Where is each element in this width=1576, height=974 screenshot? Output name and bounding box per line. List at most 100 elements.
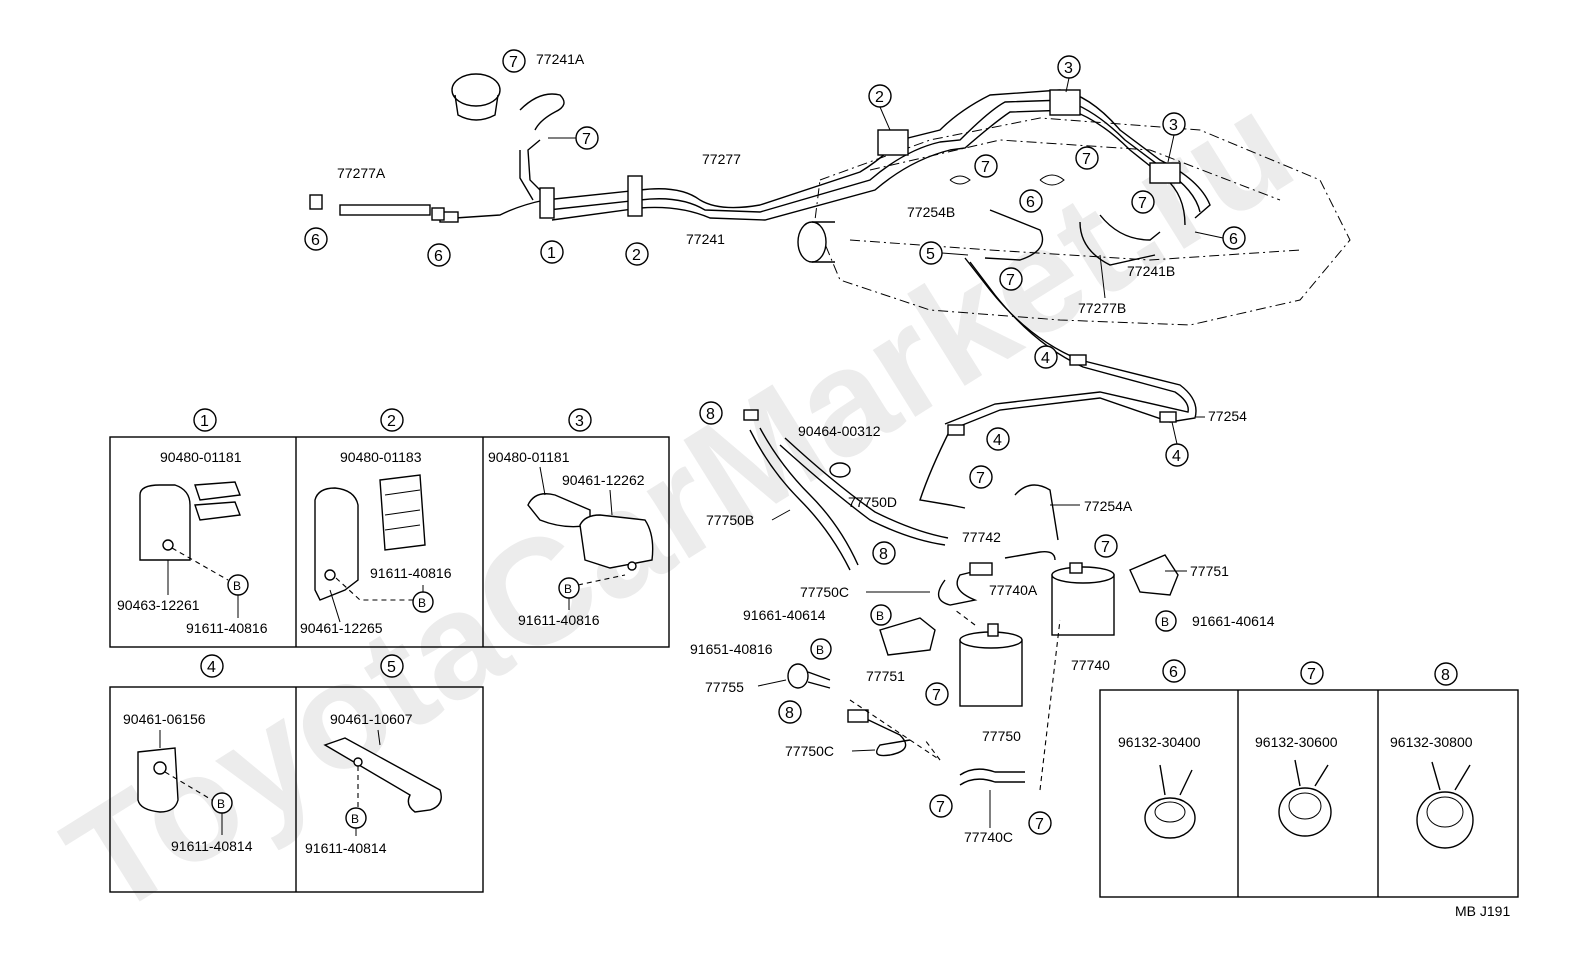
label-77254A[interactable]: 77254A (1084, 498, 1133, 514)
label-77277B[interactable]: 77277B (1078, 300, 1126, 316)
inset-5-top-label[interactable]: 90461-10607 (330, 711, 413, 727)
inset-3-header[interactable]: 3 (575, 413, 584, 430)
inset-6-label[interactable]: 96132-30400 (1118, 734, 1201, 750)
inset-4-bolt-label[interactable]: 91611-40814 (171, 838, 253, 854)
callout-4-b[interactable]: 4 (993, 432, 1002, 449)
callout-8-b[interactable]: 8 (879, 546, 888, 563)
callout-7-e[interactable]: 7 (1138, 195, 1147, 212)
inset-5-bolt-B[interactable]: B (351, 812, 359, 826)
label-77254[interactable]: 77254 (1208, 408, 1247, 424)
inset-4-header[interactable]: 4 (207, 659, 216, 676)
inset-5-bolt-label[interactable]: 91611-40814 (305, 840, 387, 856)
label-77241B[interactable]: 77241B (1127, 263, 1175, 279)
inset-4-bolt-B[interactable]: B (217, 797, 225, 811)
inset-2-bolt-label[interactable]: 91611-40816 (370, 565, 452, 581)
callout-1-main[interactable]: 1 (547, 245, 556, 262)
label-77750C-lower[interactable]: 77750C (785, 743, 834, 759)
charcoal-canister-77740 (1051, 574, 1115, 636)
inset-1-top-label[interactable]: 90480-01181 (160, 449, 242, 465)
callout-8-c[interactable]: 8 (785, 705, 794, 722)
label-77241[interactable]: 77241 (686, 231, 725, 247)
label-77740A[interactable]: 77740A (989, 582, 1038, 598)
bracket-77751-left (879, 617, 936, 656)
breather-pipe (339, 204, 431, 216)
inset-1-bolt-B[interactable]: B (233, 579, 241, 593)
callout-7-d[interactable]: 7 (1082, 151, 1091, 168)
label-77241A[interactable]: 77241A (536, 51, 585, 67)
canister-group (743, 409, 1179, 791)
callout-4-c[interactable]: 4 (1172, 448, 1181, 465)
label-77750D[interactable]: 77750D (848, 494, 897, 510)
callout-3-top[interactable]: 3 (1064, 60, 1073, 77)
inset-2-bolt-B[interactable]: B (418, 596, 426, 610)
label-77277A[interactable]: 77277A (337, 165, 386, 181)
charcoal-canister-77750 (959, 639, 1023, 707)
label-77254B[interactable]: 77254B (907, 204, 955, 220)
inset-clamps-4-5: 4 5 90461-06156 B 91611-40814 90461-1060… (109, 654, 484, 893)
inset-3-mid-label[interactable]: 90461-12262 (562, 472, 645, 488)
callout-7-g[interactable]: 7 (976, 470, 985, 487)
callout-7-f[interactable]: 7 (1006, 272, 1015, 289)
label-90464-00312[interactable]: 90464-00312 (798, 423, 881, 439)
callout-2-top[interactable]: 2 (875, 89, 884, 106)
inset-7-label[interactable]: 96132-30600 (1255, 734, 1338, 750)
callout-7-a[interactable]: 7 (509, 54, 518, 71)
inset-3-bolt-label[interactable]: 91611-40816 (518, 612, 600, 628)
callout-4-a[interactable]: 4 (1041, 350, 1050, 367)
inset-8-label[interactable]: 96132-30800 (1390, 734, 1473, 750)
callout-6-d[interactable]: 6 (1229, 231, 1238, 248)
inset-1-bottom-label[interactable]: 90463-12261 (117, 597, 200, 613)
inset-2-bottom-label[interactable]: 90461-12265 (300, 620, 383, 636)
label-77751-right[interactable]: 77751 (1190, 563, 1229, 579)
inset-8-header[interactable]: 8 (1441, 667, 1450, 684)
callout-6-c[interactable]: 6 (1026, 194, 1035, 211)
clip-90464 (829, 462, 851, 478)
inset-clamps-1-3: 1 2 3 90480-01181 90463-12261 B 91611-40… (109, 408, 670, 648)
inset-3-top-label[interactable]: 90480-01181 (488, 449, 570, 465)
callout-7-k[interactable]: 7 (1035, 816, 1044, 833)
fuel-tank (797, 117, 1351, 326)
main-callouts: 7 77241A 7 77277A 6 6 1 2 77277 77241 2 … (304, 49, 1275, 845)
label-77277[interactable]: 77277 (702, 151, 741, 167)
label-77740C[interactable]: 77740C (964, 829, 1013, 845)
callout-6-a[interactable]: 6 (311, 232, 320, 249)
valve-77755 (787, 663, 809, 689)
callout-7-i[interactable]: 7 (932, 687, 941, 704)
inset-6-header[interactable]: 6 (1169, 664, 1178, 681)
label-91661-40614-left[interactable]: 91661-40614 (743, 607, 826, 623)
label-91661-40614-right[interactable]: 91661-40614 (1192, 613, 1275, 629)
label-77750B[interactable]: 77750B (706, 512, 754, 528)
callout-B-a[interactable]: B (876, 609, 884, 623)
inset-7-header[interactable]: 7 (1307, 666, 1316, 683)
fuel-lines (309, 73, 1211, 509)
callout-2-main[interactable]: 2 (632, 247, 641, 264)
callout-7-c[interactable]: 7 (981, 159, 990, 176)
inset-5-header[interactable]: 5 (387, 659, 396, 676)
callout-8-a[interactable]: 8 (706, 406, 715, 423)
callout-7-h[interactable]: 7 (1101, 539, 1110, 556)
label-77742[interactable]: 77742 (962, 529, 1001, 545)
callout-3-right[interactable]: 3 (1169, 117, 1178, 134)
bracket-77751-right (1129, 554, 1179, 596)
inset-3-bolt-B[interactable]: B (564, 582, 572, 596)
inset-1-header[interactable]: 1 (200, 413, 209, 430)
label-77751-left[interactable]: 77751 (866, 668, 905, 684)
inset-4-top-label[interactable]: 90461-06156 (123, 711, 206, 727)
callout-6-b[interactable]: 6 (434, 248, 443, 265)
inset-1-bolt-label[interactable]: 91611-40816 (186, 620, 268, 636)
callout-B-b[interactable]: B (1161, 615, 1169, 629)
inset-2-header[interactable]: 2 (387, 413, 396, 430)
callout-B-c[interactable]: B (816, 643, 824, 657)
label-77750[interactable]: 77750 (982, 728, 1021, 744)
inset-clips-6-8: 6 7 8 96132-30400 96132-30600 96132-3080… (1099, 659, 1519, 898)
label-77755[interactable]: 77755 (705, 679, 744, 695)
callout-5-main[interactable]: 5 (926, 246, 935, 263)
callout-7-b[interactable]: 7 (582, 131, 591, 148)
label-77750C-upper[interactable]: 77750C (800, 584, 849, 600)
diagram-code: MB J191 (1455, 903, 1510, 919)
label-77740[interactable]: 77740 (1071, 657, 1110, 673)
label-91651-40816[interactable]: 91651-40816 (690, 641, 773, 657)
callout-7-j[interactable]: 7 (936, 799, 945, 816)
inset-2-top-label[interactable]: 90480-01183 (340, 449, 422, 465)
